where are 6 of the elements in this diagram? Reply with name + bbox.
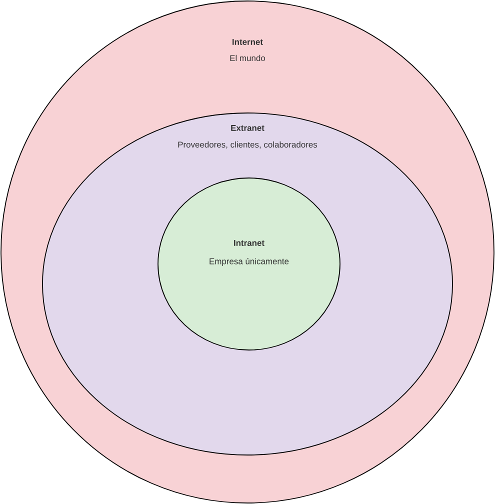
ring-title: Extranet bbox=[231, 125, 264, 131]
ring-subtitle: El mundo bbox=[230, 54, 266, 62]
ring-title: Intranet bbox=[234, 240, 264, 246]
ring-subtitle: Empresa únicamente bbox=[210, 258, 289, 266]
ring-subtitle: Proveedores, clientes, colaboradores bbox=[178, 141, 318, 149]
ring-title: Internet bbox=[232, 39, 263, 45]
